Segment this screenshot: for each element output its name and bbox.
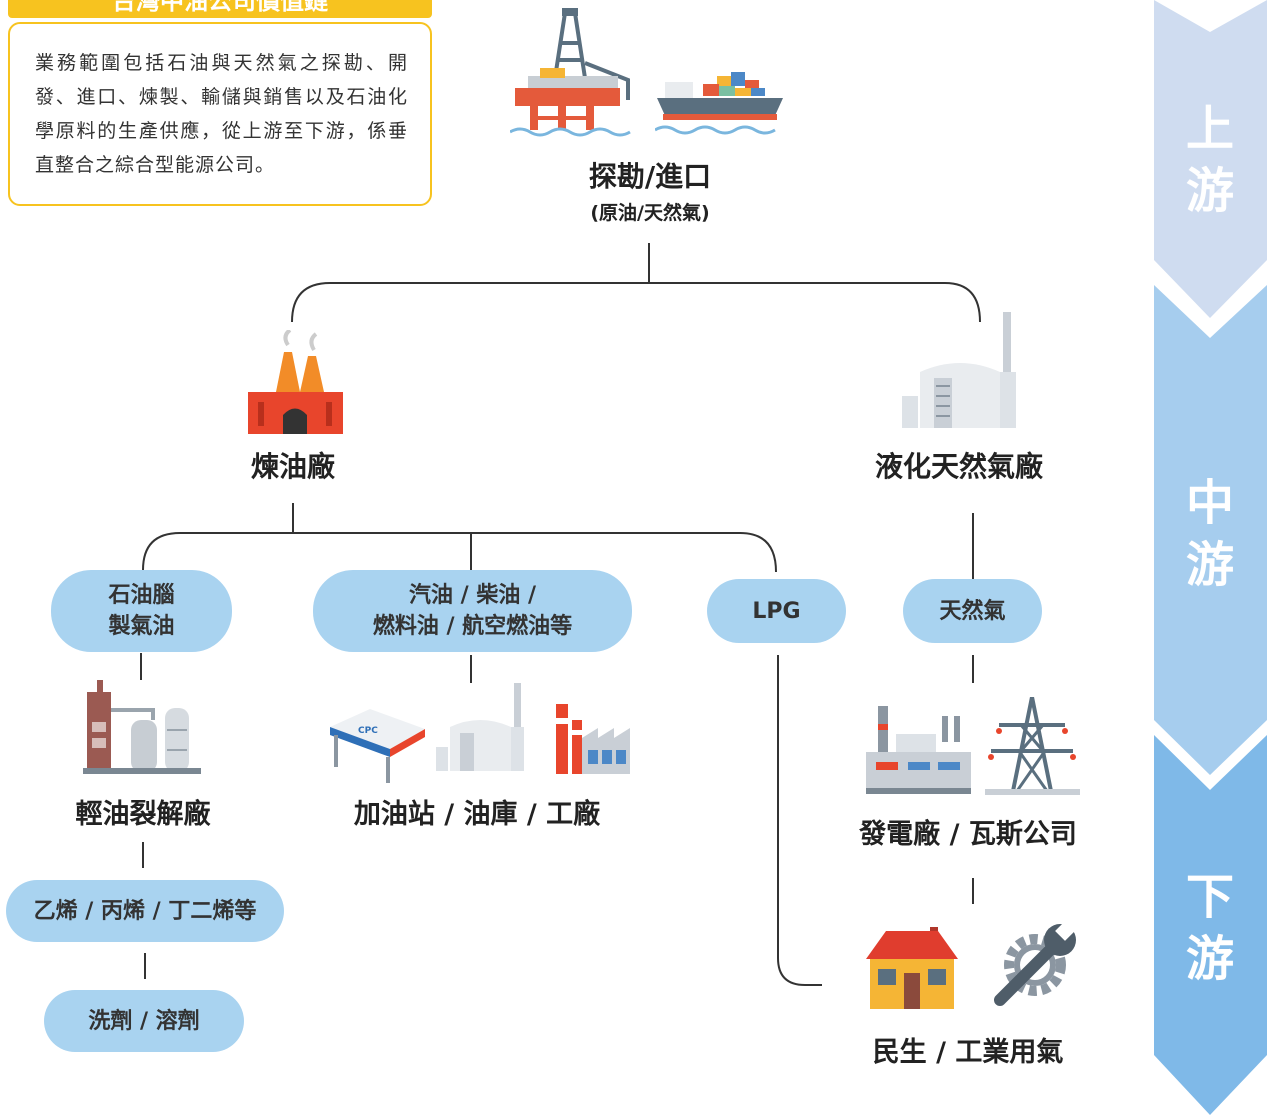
natural-gas-pill: 天然氣: [903, 579, 1042, 643]
exploration-sublabel: (原油/天然氣): [590, 202, 710, 224]
cargo-ship-icon: [655, 72, 783, 135]
house-icon: [866, 927, 958, 1009]
stations-label: 加油站 / 油庫 / 工廠: [353, 799, 601, 830]
oil-rig-icon: [510, 8, 631, 137]
gas-station-icon: CPC: [330, 709, 425, 783]
factory-icon: [556, 704, 630, 774]
stage-downstream-char-2: 游: [1185, 931, 1234, 987]
refinery-label: 煉油廠: [250, 450, 336, 483]
fuels-line-2: 燃料油 / 航空燃油等: [372, 614, 573, 639]
olefins-pill: 乙烯 / 丙烯 / 丁二烯等: [6, 880, 284, 942]
olefins-label: 乙烯 / 丙烯 / 丁二烯等: [33, 898, 257, 924]
intro-text: 業務範圍包括石油與天然氣之探勘、開發、進口、煉製、輸儲與銷售以及石油化學原料的生…: [35, 52, 408, 176]
naphtha-line-2: 製氣油: [108, 614, 175, 639]
oil-depot-icon: [436, 683, 524, 771]
lng-plant-label: 液化天然氣廠: [874, 450, 1044, 483]
lpg-pill: LPG: [707, 579, 846, 643]
detergents-pill: 洗劑 / 溶劑: [44, 990, 244, 1052]
naphtha-line-1: 石油腦: [108, 583, 175, 608]
intro-box: 業務範圍包括石油與天然氣之探勘、開發、進口、煉製、輸儲與銷售以及石油化學原料的生…: [8, 22, 432, 206]
exploration-label: 探勘/進口: [588, 160, 712, 193]
stage-downstream-char-1: 下: [1185, 869, 1234, 925]
stage-upstream-char-2: 游: [1185, 163, 1234, 219]
connector-lines: [140, 243, 981, 986]
stage-midstream-char-1: 中: [1185, 475, 1234, 531]
refinery-icon: [248, 330, 343, 434]
power-pylon-icon: [985, 697, 1080, 795]
stage-midstream: 中 游: [1170, 472, 1250, 596]
civil-gas-label: 民生 / 工業用氣: [872, 1037, 1064, 1068]
stage-upstream: 上 游: [1170, 98, 1250, 222]
midstream-arrow: [1154, 285, 1267, 775]
natural-gas-label: 天然氣: [939, 598, 1006, 624]
fuels-line-1: 汽油 / 柴油 /: [408, 583, 537, 608]
gear-wrench-icon: [994, 921, 1076, 1006]
lng-plant-icon: [902, 312, 1016, 428]
power-plant-icon: [866, 706, 971, 794]
power-label: 發電廠 / 瓦斯公司: [859, 819, 1077, 850]
upstream-arrow: [1154, 0, 1267, 318]
cracking-plant-label: 輕油裂解廠: [75, 799, 211, 830]
detergents-label: 洗劑 / 溶劑: [88, 1008, 200, 1034]
stage-downstream: 下 游: [1170, 866, 1250, 990]
top-chevron: [1154, 0, 1267, 32]
title-tab: 台灣中油公司價值鏈: [8, 0, 432, 18]
cracking-plant-icon: [83, 680, 201, 774]
station-brand: CPC: [358, 726, 378, 736]
downstream-arrow: [1154, 735, 1267, 1115]
fuels-pill: 汽油 / 柴油 / 燃料油 / 航空燃油等: [313, 570, 632, 652]
stage-upstream-char-1: 上: [1185, 101, 1234, 157]
stage-midstream-char-2: 游: [1185, 537, 1234, 593]
stage-arrow-bar: [1154, 0, 1267, 1115]
lpg-label: LPG: [752, 598, 801, 624]
title-text: 台灣中油公司價值鏈: [112, 0, 328, 15]
naphtha-pill: 石油腦 製氣油: [51, 570, 232, 652]
